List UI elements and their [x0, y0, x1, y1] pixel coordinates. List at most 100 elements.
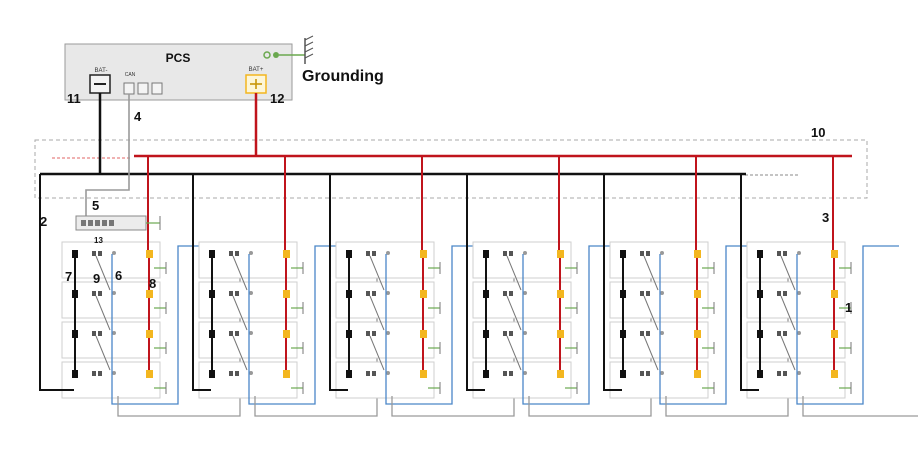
module-can-port — [509, 371, 513, 376]
module-switch — [660, 291, 664, 295]
module-pos-terminal — [831, 250, 838, 258]
module-can-port — [640, 371, 644, 376]
pcs-ground-terminal — [263, 51, 271, 59]
grounding-label: Grounding — [302, 68, 384, 85]
battery-module — [61, 361, 161, 399]
can-loop-cable — [802, 396, 918, 417]
module-neg-terminal — [620, 370, 626, 378]
module-neg-terminal — [209, 370, 215, 378]
module-neg-terminal — [346, 330, 352, 338]
parallel-link — [111, 245, 214, 405]
module-pos-terminal — [831, 370, 838, 378]
module-switch — [112, 331, 116, 335]
module-can-port — [503, 251, 507, 256]
can-daisy-link — [506, 295, 522, 331]
battery-module — [609, 361, 709, 399]
module-can-port — [98, 331, 102, 336]
module-can-port — [366, 251, 370, 256]
module-can-port — [366, 331, 370, 336]
callout-6: 6 — [115, 268, 122, 283]
callout-4: 4 — [134, 109, 142, 124]
module-pos-terminal — [694, 370, 701, 378]
module-switch — [660, 331, 664, 335]
can-daisy-link — [369, 335, 385, 371]
can-port-3 — [151, 82, 163, 95]
module-neg-terminal — [346, 370, 352, 378]
module-can-port — [229, 331, 233, 336]
can-daisy-link — [95, 295, 111, 331]
module-switch — [523, 371, 527, 375]
module-can-port — [640, 251, 644, 256]
module-pos-terminal — [831, 330, 838, 338]
can-cable — [85, 94, 130, 218]
module-switch — [386, 291, 390, 295]
module-pos-terminal — [557, 250, 564, 258]
module-can-port — [372, 251, 376, 256]
module-switch — [386, 251, 390, 255]
module-can-port — [777, 371, 781, 376]
battery-module — [335, 361, 435, 399]
module-can-port — [229, 291, 233, 296]
pcs-unit: PCS BAT- CAN BAT+ — [64, 43, 305, 101]
module-neg-terminal — [72, 370, 78, 378]
module-switch — [523, 291, 527, 295]
module-neg-terminal — [757, 290, 763, 298]
battery-module — [61, 241, 161, 279]
pcs-title: PCS — [166, 51, 191, 65]
can-daisy-link — [643, 295, 659, 331]
module-pos-terminal — [146, 330, 153, 338]
battery-module — [746, 241, 846, 279]
module-neg-terminal — [72, 290, 78, 298]
module-can-port — [777, 251, 781, 256]
battery-module — [746, 281, 846, 319]
module-can-port — [640, 331, 644, 336]
module-can-port — [646, 291, 650, 296]
module-switch — [797, 331, 801, 335]
module-can-port — [503, 371, 507, 376]
battery-module — [609, 321, 709, 359]
module-can-port — [235, 251, 239, 256]
module-switch — [386, 331, 390, 335]
module-neg-terminal — [209, 330, 215, 338]
module-pos-terminal — [557, 330, 564, 338]
module-can-port — [777, 291, 781, 296]
battery-module — [198, 281, 298, 319]
bat-pos-label: BAT+ — [249, 67, 264, 73]
module-neg-terminal — [483, 290, 489, 298]
module-can-port — [509, 291, 513, 296]
module-neg-terminal — [209, 290, 215, 298]
column-neg-cable — [329, 174, 348, 391]
parallel-link — [522, 245, 625, 405]
module-neg-terminal — [72, 330, 78, 338]
battery-module — [61, 321, 161, 359]
can-daisy-link — [780, 295, 796, 331]
module-can-port — [646, 371, 650, 376]
column-neg-cable — [192, 174, 211, 391]
module-can-port — [503, 291, 507, 296]
callout-9: 9 — [93, 271, 100, 286]
module-pos-terminal — [831, 290, 838, 298]
callout-11: 11 — [67, 91, 81, 106]
module-can-port — [98, 291, 102, 296]
module-can-port — [509, 331, 513, 336]
battery-module — [335, 321, 435, 359]
module-pos-terminal — [557, 290, 564, 298]
bat-neg-label: BAT- — [95, 68, 108, 74]
module-pos-terminal — [420, 370, 427, 378]
module-can-port — [229, 251, 233, 256]
can-daisy-link — [232, 295, 248, 331]
callout-5: 5 — [92, 198, 99, 213]
module-switch — [797, 291, 801, 295]
module-can-port — [235, 371, 239, 376]
module-neg-terminal — [72, 250, 78, 258]
battery-module — [472, 321, 572, 359]
battery-module — [472, 281, 572, 319]
module-can-port — [503, 331, 507, 336]
module-can-port — [646, 331, 650, 336]
module-switch — [112, 291, 116, 295]
battery-module — [61, 281, 161, 319]
module-neg-terminal — [483, 330, 489, 338]
module-neg-terminal — [757, 370, 763, 378]
can-daisy-link — [643, 255, 659, 291]
